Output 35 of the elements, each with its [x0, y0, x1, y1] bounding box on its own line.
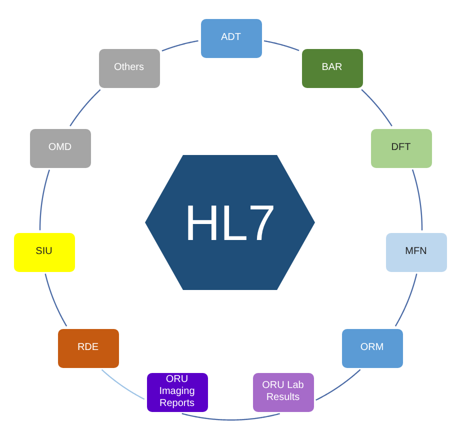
- box-label: ORU Lab Results: [261, 380, 305, 404]
- box-label: ADT: [220, 32, 242, 44]
- message-type-box: [340, 328, 404, 368]
- box-label: BAR: [320, 62, 344, 74]
- connector-arc: [361, 89, 392, 126]
- box-label: MFN: [404, 246, 428, 258]
- connector-arc: [412, 169, 423, 230]
- box-label: ORM: [359, 342, 385, 354]
- connector-arc: [394, 274, 418, 326]
- message-type-box: [146, 372, 208, 412]
- message-type-box: [200, 18, 262, 58]
- message-type-box: [384, 232, 448, 272]
- message-type-box: [28, 128, 92, 168]
- connector-arc: [182, 412, 280, 421]
- connector-arc: [70, 89, 101, 126]
- message-type-box: [98, 48, 160, 88]
- connector-arc: [39, 170, 50, 230]
- connector-arc: [101, 369, 145, 400]
- message-type-box: [56, 328, 120, 368]
- connector-arc: [162, 40, 198, 52]
- message-type-box: [370, 128, 432, 168]
- connector-arc: [316, 369, 361, 401]
- box-label: OMD: [47, 142, 73, 154]
- box-label: RDE: [76, 342, 100, 354]
- message-type-box: [252, 372, 314, 412]
- hexagon: [145, 155, 315, 290]
- message-type-box: [12, 232, 76, 272]
- box-label: SIU: [34, 246, 54, 258]
- connector-arc: [44, 274, 68, 327]
- box-label: Others: [112, 62, 145, 74]
- hexagon-title: HL7: [183, 194, 277, 250]
- message-type-box: [300, 48, 364, 88]
- box-label: DFT: [390, 142, 412, 154]
- connector-arc: [264, 40, 300, 52]
- box-label: ORU Imaging Reports: [158, 374, 196, 410]
